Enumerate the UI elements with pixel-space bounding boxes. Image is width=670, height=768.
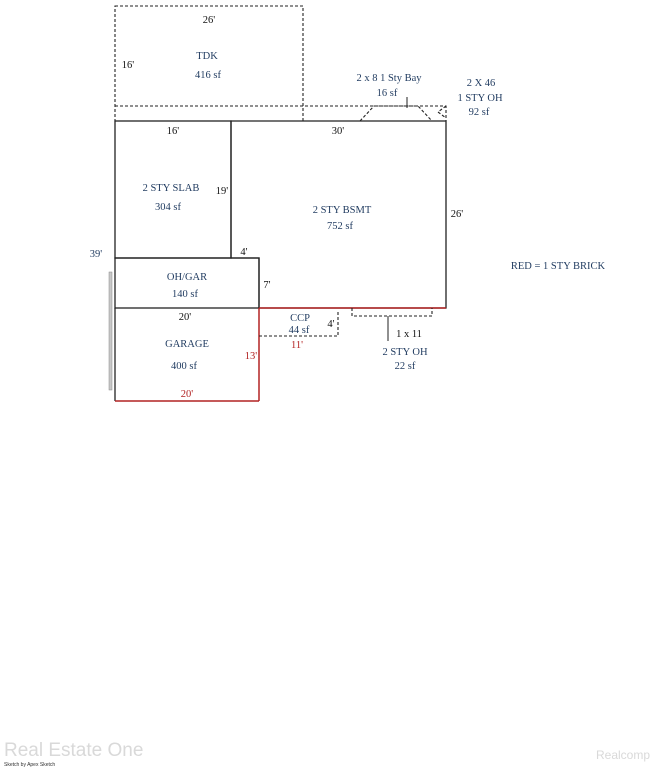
dim-overall-left: 39' bbox=[90, 249, 103, 260]
oh2-area: 22 sf bbox=[395, 361, 416, 372]
dim-bsmt-top: 30' bbox=[332, 126, 345, 137]
ohgar-area: 140 sf bbox=[172, 289, 198, 300]
dim-ohgar-side: 7' bbox=[263, 280, 270, 291]
oh2-size: 1 x 11 bbox=[396, 329, 422, 340]
dim-step: 4' bbox=[240, 247, 247, 258]
dim-ccp-bottom: 11' bbox=[291, 340, 303, 351]
ohgar-outline bbox=[114, 257, 260, 309]
oh2-label: 2 STY OH bbox=[382, 347, 428, 358]
dim-bsmt-side: 26' bbox=[451, 209, 464, 220]
oh1-pointer bbox=[437, 105, 447, 119]
tdk-label: TDK bbox=[196, 51, 218, 62]
slab-label: 2 STY SLAB bbox=[143, 183, 200, 194]
ccp-label: CCP bbox=[290, 313, 310, 324]
bay-outline bbox=[359, 105, 433, 122]
credit-left: Real Estate One bbox=[4, 740, 144, 761]
oh1-size: 2 X 46 bbox=[467, 78, 496, 89]
garage-area: 400 sf bbox=[171, 361, 197, 372]
dim-tdk-side: 16' bbox=[122, 60, 135, 71]
dim-garage-side: 13' bbox=[245, 351, 258, 362]
dim-garage-bottom: 20' bbox=[181, 389, 194, 400]
oh-strip-outline bbox=[115, 105, 447, 121]
left-edge-bar bbox=[108, 271, 113, 391]
sketch-credit: Sketch by Apex Sketch bbox=[4, 762, 56, 768]
bsmt-area: 752 sf bbox=[327, 221, 353, 232]
brick-legend: RED = 1 STY BRICK bbox=[511, 261, 606, 272]
tdk-area: 416 sf bbox=[195, 70, 221, 81]
bay-label: 2 x 8 1 Sty Bay bbox=[356, 73, 422, 84]
bsmt-label: 2 STY BSMT bbox=[313, 205, 372, 216]
credit-right: Realcomp bbox=[596, 748, 651, 762]
bay-area: 16 sf bbox=[377, 88, 398, 99]
slab-area: 304 sf bbox=[155, 202, 181, 213]
oh1-area: 92 sf bbox=[469, 107, 490, 118]
dim-slab-side: 19' bbox=[216, 186, 229, 197]
ohgar-label: OH/GAR bbox=[167, 272, 207, 283]
ccp-outline bbox=[259, 310, 339, 337]
ccp-area: 44 sf bbox=[289, 325, 310, 336]
dim-ccp-side: 4' bbox=[327, 319, 334, 330]
garage-label: GARAGE bbox=[165, 339, 209, 350]
dim-slab-top: 16' bbox=[167, 126, 180, 137]
oh1-label: 1 STY OH bbox=[457, 93, 503, 104]
dim-garage-top: 20' bbox=[179, 312, 192, 323]
oh2-outline bbox=[351, 308, 433, 317]
dim-tdk-top: 26' bbox=[203, 15, 216, 26]
